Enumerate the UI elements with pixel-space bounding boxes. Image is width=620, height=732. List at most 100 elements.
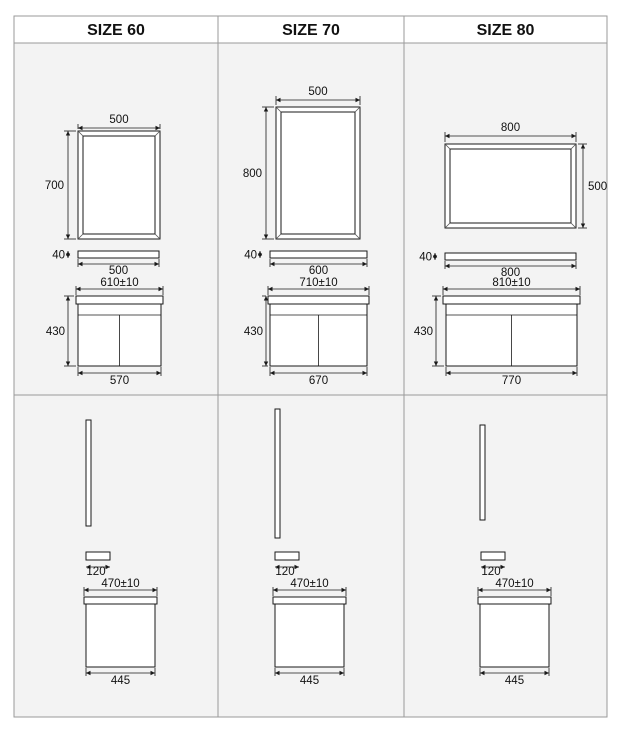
cabinet-depth-label: 445 [111,675,130,687]
mirror-front-miter [154,130,161,137]
cabinet-height-label: 430 [46,326,65,338]
mirror-width-dimension-arrow-right [155,125,160,131]
shelf-height-label: 40 [52,250,65,262]
top-depth-label: 470±10 [290,578,328,590]
top-width-dimension-arrow-left [443,286,448,292]
cabinet-depth-dimension-arrow-right [150,670,155,676]
cabinet-width-label: 670 [309,375,328,387]
cabinet-height-label: 430 [414,326,433,338]
shelf-height-label: 40 [419,252,432,264]
shelf-width-dimension-arrow-left [270,261,275,267]
mirror-height-dimension-arrow-up [65,131,71,136]
mirror-front-miter [77,130,84,137]
cabinet-height-dimension-arrow-down [433,361,439,366]
mirror-width-dimension-arrow-left [445,133,450,139]
mirror-width-dimension-arrow-right [355,97,360,103]
shelf-front [77,250,160,259]
shelf-width-dimension-arrow-right [571,263,576,269]
shelf-depth-label: 120 [86,566,105,578]
shelf-width-dimension-arrow-right [154,261,159,267]
cabinet-side [479,603,550,668]
top-depth-dimension-arrow-right [341,587,346,593]
mirror-front-miter [444,222,451,229]
cabinet-depth-dimension-arrow-left [480,670,485,676]
mirror-front-miter [444,143,451,150]
shelf-depth-label: 120 [275,566,294,578]
top-width-label: 710±10 [299,277,337,289]
cabinet-side [85,603,156,668]
shelf-depth-dimension-arrow-right [294,564,299,570]
shelf-width-dimension-arrow-right [362,261,367,267]
top-width-dimension-arrow-right [364,286,369,292]
mirror-width-label: 500 [109,114,128,126]
cabinet-depth-label: 445 [505,675,524,687]
table-border [13,15,608,718]
mirror-front-inner [280,111,356,235]
mirror-width-dimension-arrow-left [276,97,281,103]
top-width-dimension-arrow-left [76,286,81,292]
shelf-depth-dimension-arrow-left [481,564,486,570]
mirror-height-dimension-arrow-up [263,107,269,112]
top-width-label: 810±10 [492,277,530,289]
mirror-height-dimension-arrow-down [580,223,586,228]
shelf-depth-dimension-arrow-right [105,564,110,570]
countertop-front [442,295,581,305]
shelf-height-label: 40 [244,250,257,262]
shelf-front [444,252,577,261]
cabinet-width-dimension-arrow-left [446,370,451,376]
shelf-width-label: 500 [109,265,128,277]
column-header: SIZE 80 [477,22,535,39]
cabinet-height-dimension-arrow-up [433,296,439,301]
shelf-depth-label: 120 [481,566,500,578]
column-header: SIZE 70 [282,22,340,39]
cabinet-side [274,603,345,668]
cabinet-width-dimension-arrow-right [362,370,367,376]
mirror-side [85,419,92,527]
mirror-height-label: 800 [243,168,262,180]
top-depth-label: 470±10 [101,578,139,590]
countertop-front [75,295,164,305]
cabinet-height-dimension-arrow-up [263,296,269,301]
cabinet-height-dimension-arrow-down [263,361,269,366]
top-depth-dimension-arrow-right [152,587,157,593]
shelf-depth-dimension-arrow-left [275,564,280,570]
shelf-side [85,551,111,561]
table-grid [13,15,608,718]
mirror-front-miter [570,143,577,150]
top-depth-dimension-arrow-left [478,587,483,593]
top-width-label: 610±10 [100,277,138,289]
mirror-height-label: 700 [45,180,64,192]
cabinet-depth-dimension-arrow-left [86,670,91,676]
cabinet-height-label: 430 [244,326,263,338]
cabinet-height-dimension-arrow-up [65,296,71,301]
top-width-dimension-arrow-right [158,286,163,292]
cabinet-width-dimension-arrow-left [78,370,83,376]
mirror-front-inner [82,135,156,235]
shelf-width-label: 600 [309,265,328,277]
mirror-front-miter [77,233,84,240]
mirror-side [274,408,281,539]
top-depth-dimension-arrow-left [84,587,89,593]
shelf-side [274,551,300,561]
mirror-front-miter [154,233,161,240]
cabinet-depth-dimension-arrow-left [275,670,280,676]
mirror-height-dimension-arrow-down [263,234,269,239]
shelf-depth-dimension-arrow-right [500,564,505,570]
mirror-front-inner [449,148,572,224]
column-header: SIZE 60 [87,22,145,39]
top-depth-dimension-arrow-left [273,587,278,593]
mirror-front-miter [275,233,282,240]
labels: SIZE 6050070040500610±10430570120470±104… [45,22,607,687]
cabinet-width-dimension-arrow-right [156,370,161,376]
shelf-front [269,250,368,259]
mirror-width-label: 500 [308,86,327,98]
mirror-height-dimension-arrow-up [580,144,586,149]
shelf-side [480,551,506,561]
mirror-front-miter [275,106,282,113]
mirror-width-dimension-arrow-right [571,133,576,139]
mirror-front-miter [570,222,577,229]
cabinet-width-label: 570 [110,375,129,387]
shelf-width-label: 800 [501,267,520,279]
cabinet-depth-dimension-arrow-right [544,670,549,676]
